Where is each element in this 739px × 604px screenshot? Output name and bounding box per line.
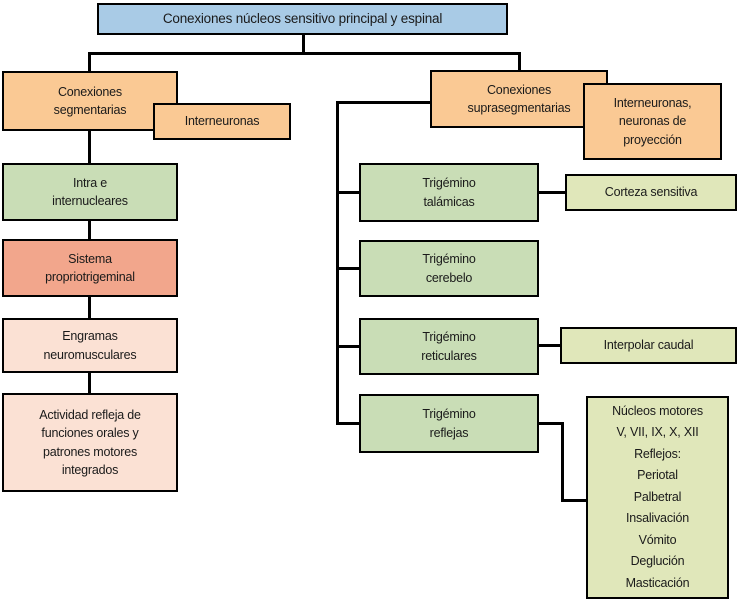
trigemino-cerebelo-node: Trigémino cerebelo	[359, 240, 539, 297]
suprasegmentarias-node: Conexiones suprasegmentarias	[430, 70, 608, 128]
intra-internucleares-node: Intra e internucleares	[2, 163, 178, 221]
connector-sistema-engramas	[88, 297, 91, 318]
nucleos-motores-reflejos-node: Núcleos motores V, VII, IX, X, XII Refle…	[586, 396, 729, 599]
trigemino-reflejas-node: Trigémino reflejas	[359, 394, 539, 453]
connector-talamicas-corteza	[539, 191, 565, 194]
connector-stub-reticulares	[336, 345, 359, 348]
connector-right-drop	[518, 52, 521, 70]
trigemino-reticulares-node: Trigémino reticulares	[359, 318, 539, 375]
connector-left-drop	[88, 52, 91, 72]
connector-stub-cerebelo	[336, 267, 359, 270]
segmentarias-node: Conexiones segmentarias	[2, 71, 178, 131]
engramas-neuromusculares-node: Engramas neuromusculares	[2, 318, 178, 373]
actividad-refleja-node: Actividad refleja de funciones orales y …	[2, 393, 178, 492]
connector-suprasegmentarias-trunk	[337, 101, 430, 104]
connector-right-trunk	[336, 101, 339, 425]
connector-stub-reflejas	[336, 422, 359, 425]
interneuronas-proyeccion-note-node: Interneuronas, neuronas de proyección	[583, 83, 722, 160]
connector-engramas-actividad	[88, 373, 91, 393]
connector-reflejas-elbow-h1	[539, 422, 564, 425]
interneuronas-note-node: Interneuronas	[153, 103, 291, 140]
connector-stub-talamicas	[336, 191, 359, 194]
connector-segmentarias-intra	[88, 131, 91, 163]
connector-reflejas-elbow-h2	[561, 499, 586, 502]
sistema-propriotrigeminal-node: Sistema propriotrigeminal	[2, 239, 178, 297]
connector-reticulares-interpolar	[539, 344, 560, 347]
connector-reflejas-elbow-v	[561, 422, 564, 502]
connector-intra-sistema	[88, 221, 91, 239]
root-node: Conexiones núcleos sensitivo principal y…	[97, 3, 508, 35]
connector-top-horizontal	[88, 52, 521, 55]
interpolar-caudal-node: Interpolar caudal	[560, 327, 737, 364]
corteza-sensitiva-node: Corteza sensitiva	[565, 174, 737, 211]
trigemino-talamicas-node: Trigémino talámicas	[359, 163, 539, 222]
connector-root-stem	[302, 35, 305, 52]
